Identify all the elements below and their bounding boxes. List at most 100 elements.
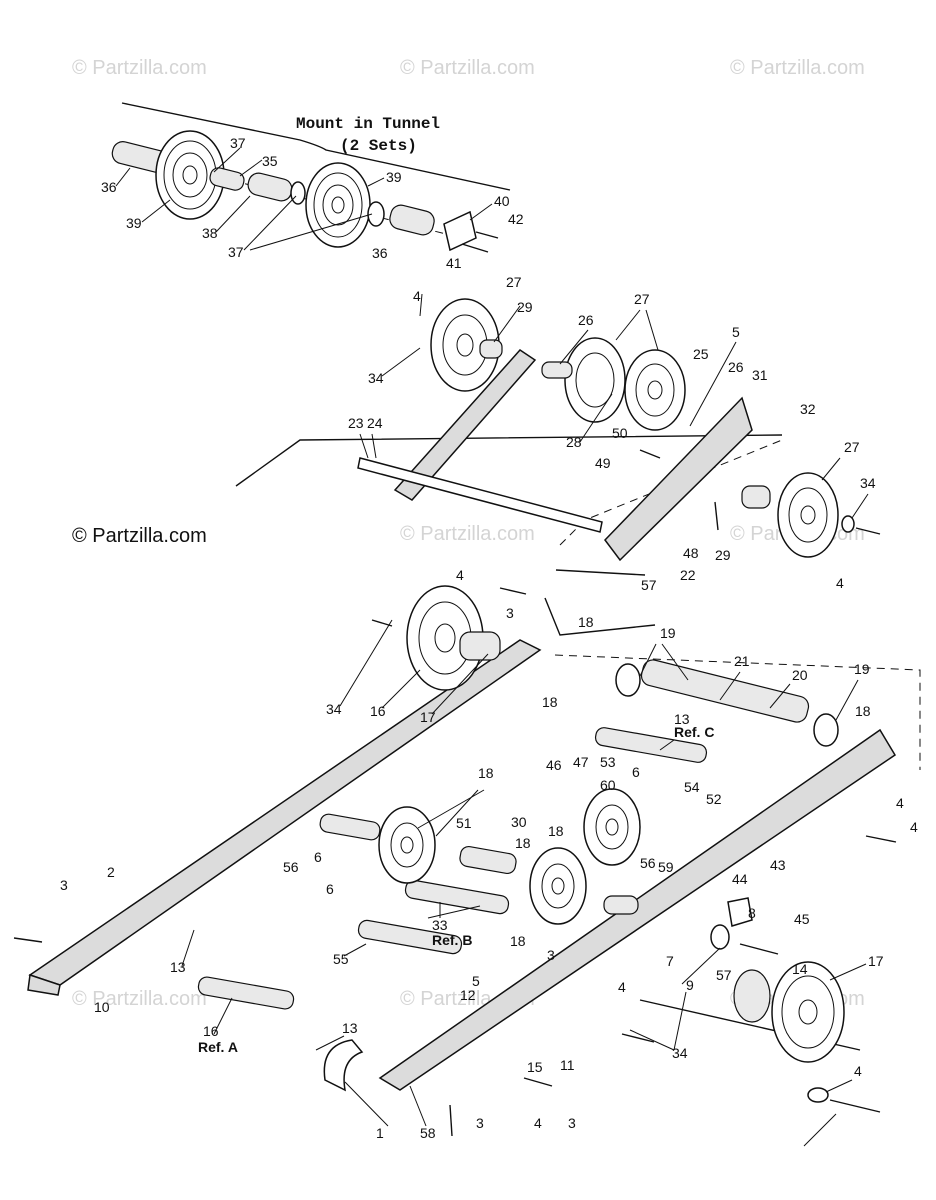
callout: 27 bbox=[844, 439, 860, 455]
callout: 3 bbox=[476, 1115, 484, 1131]
tunnel-title: Mount in Tunnel bbox=[296, 115, 440, 133]
idler-wheel-16 bbox=[771, 961, 845, 1063]
callout: 27 bbox=[506, 274, 522, 290]
callout: 10 bbox=[94, 999, 110, 1015]
idler-wheel-27 bbox=[624, 349, 686, 431]
callout: 14 bbox=[792, 961, 808, 977]
rear-axle-group bbox=[235, 298, 881, 576]
callout: 3 bbox=[60, 877, 68, 893]
callout: 45 bbox=[794, 911, 810, 927]
callout: 33 bbox=[432, 917, 448, 933]
callout: 4 bbox=[910, 819, 918, 835]
copyright-label: © Partzilla.com bbox=[72, 525, 207, 547]
callout: 49 bbox=[595, 455, 611, 471]
callout: 51 bbox=[456, 815, 472, 831]
callout: 39 bbox=[386, 169, 402, 185]
watermark: © Partzilla.com bbox=[72, 57, 207, 79]
callout: 57 bbox=[716, 967, 732, 983]
callout: 27 bbox=[634, 291, 650, 307]
callout: 36 bbox=[372, 245, 388, 261]
bolt-4 bbox=[499, 587, 527, 595]
callout: 19 bbox=[660, 625, 676, 641]
nut-41 bbox=[461, 243, 489, 253]
ref-label-a: Ref. A bbox=[198, 1039, 238, 1055]
callout: 8 bbox=[748, 905, 756, 921]
washer-34 bbox=[841, 515, 855, 533]
shaft-26 bbox=[541, 361, 573, 379]
tunnel-subtitle: (2 Sets) bbox=[340, 137, 417, 155]
watermark: © Partzilla.com bbox=[400, 57, 535, 79]
slide-rail-22 bbox=[604, 396, 753, 562]
group-outline bbox=[544, 597, 656, 636]
callout: 28 bbox=[566, 434, 582, 450]
callout: 18 bbox=[542, 694, 558, 710]
callout: 26 bbox=[728, 359, 744, 375]
ref-label-c: Ref. C bbox=[674, 724, 714, 740]
callout: 26 bbox=[578, 312, 594, 328]
spacer-17 bbox=[459, 631, 501, 661]
spacer-36 bbox=[389, 204, 435, 236]
callout: 47 bbox=[573, 754, 589, 770]
callout: 3 bbox=[568, 1115, 576, 1131]
washer-37 bbox=[290, 181, 306, 205]
callout: 52 bbox=[706, 791, 722, 807]
callout: 54 bbox=[684, 779, 700, 795]
bolt-4 bbox=[13, 937, 43, 943]
idler-wheel-6 bbox=[378, 806, 436, 884]
axle bbox=[319, 813, 381, 841]
hub-17 bbox=[733, 969, 771, 1023]
front-rail-group bbox=[13, 585, 921, 1137]
callout: 3 bbox=[506, 605, 514, 621]
callout: 37 bbox=[230, 135, 246, 151]
callout: 56 bbox=[640, 855, 656, 871]
callout: 4 bbox=[534, 1115, 542, 1131]
spacer-7 bbox=[710, 924, 730, 950]
callout: 23 bbox=[348, 415, 364, 431]
callout: 35 bbox=[262, 153, 278, 169]
callout: 40 bbox=[494, 193, 510, 209]
callout: 34 bbox=[368, 370, 384, 386]
callout: 4 bbox=[456, 567, 464, 583]
callout: 4 bbox=[618, 979, 626, 995]
bumper-14 bbox=[323, 1039, 364, 1092]
callout: 60 bbox=[600, 777, 616, 793]
callout: 25 bbox=[693, 346, 709, 362]
idler-wheel-6 bbox=[529, 847, 587, 925]
callout: 55 bbox=[333, 951, 349, 967]
bolt-58 bbox=[449, 1104, 453, 1137]
callout: 17 bbox=[868, 953, 884, 969]
callout: 57 bbox=[641, 577, 657, 593]
callout: 22 bbox=[680, 567, 696, 583]
ref-label-b: Ref. B bbox=[432, 932, 472, 948]
idler-wheel-39 bbox=[305, 162, 371, 248]
tube-13 bbox=[594, 727, 708, 763]
callout: 6 bbox=[326, 881, 334, 897]
spacer bbox=[603, 895, 639, 915]
callout: 38 bbox=[202, 225, 218, 241]
callout: 53 bbox=[600, 754, 616, 770]
callout: 4 bbox=[836, 575, 844, 591]
callout: 16 bbox=[370, 703, 386, 719]
idler-wheel-27 bbox=[564, 337, 626, 423]
slide-rail bbox=[393, 349, 537, 501]
callout: 29 bbox=[517, 299, 533, 315]
bolt-8 bbox=[739, 943, 779, 955]
group-outline bbox=[235, 434, 783, 487]
callout: 56 bbox=[283, 859, 299, 875]
bolt-4 bbox=[523, 1077, 553, 1087]
callout: 4 bbox=[854, 1063, 862, 1079]
callout: 31 bbox=[752, 367, 768, 383]
group-outline bbox=[555, 569, 646, 576]
bolt-4 bbox=[865, 835, 897, 843]
callout: 39 bbox=[126, 215, 142, 231]
callout: 11 bbox=[560, 1057, 575, 1073]
callout: 13 bbox=[342, 1020, 358, 1036]
shaft-30 bbox=[459, 845, 517, 875]
spacer-29 bbox=[479, 339, 503, 359]
callout: 58 bbox=[420, 1125, 436, 1141]
tube-33 bbox=[357, 919, 463, 955]
callout: 18 bbox=[510, 933, 526, 949]
watermark: © Partzilla.com bbox=[400, 523, 535, 545]
callout: 18 bbox=[515, 835, 531, 851]
